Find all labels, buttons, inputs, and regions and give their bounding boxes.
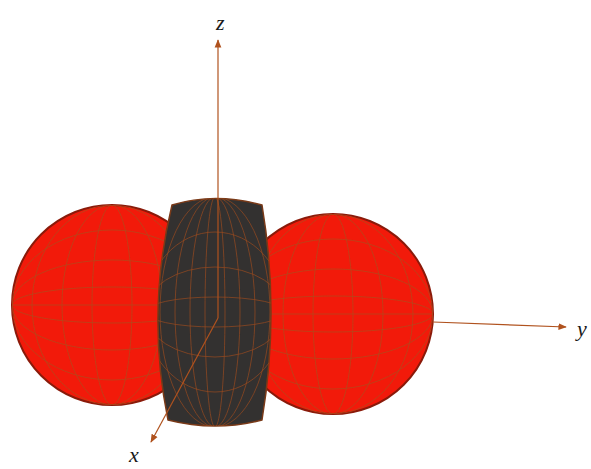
axis-label: z xyxy=(216,12,225,34)
axis-label: y xyxy=(577,318,587,340)
axis-lines xyxy=(151,40,566,442)
axis-label: x xyxy=(129,444,139,466)
carbon-sphere xyxy=(145,197,285,427)
